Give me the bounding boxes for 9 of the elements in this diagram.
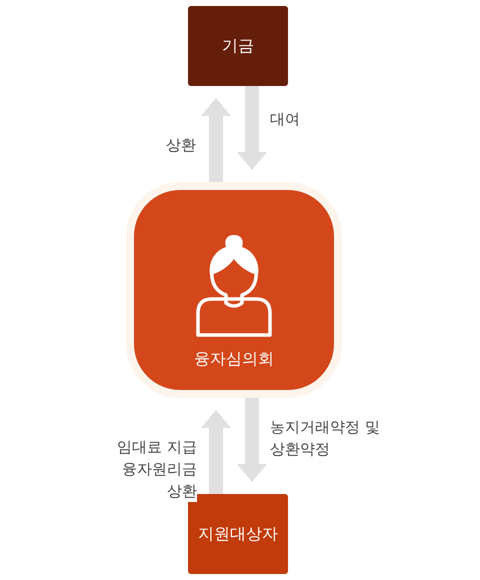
arrow	[237, 398, 267, 482]
arrow	[237, 86, 267, 170]
committee-box	[134, 190, 334, 390]
arrow	[201, 98, 231, 182]
fund-box	[188, 6, 288, 86]
arrow	[201, 410, 231, 494]
node-label: 기금	[222, 36, 254, 56]
node-label: 지원대상자	[198, 524, 278, 544]
node-label: 융자심의회	[194, 348, 274, 370]
